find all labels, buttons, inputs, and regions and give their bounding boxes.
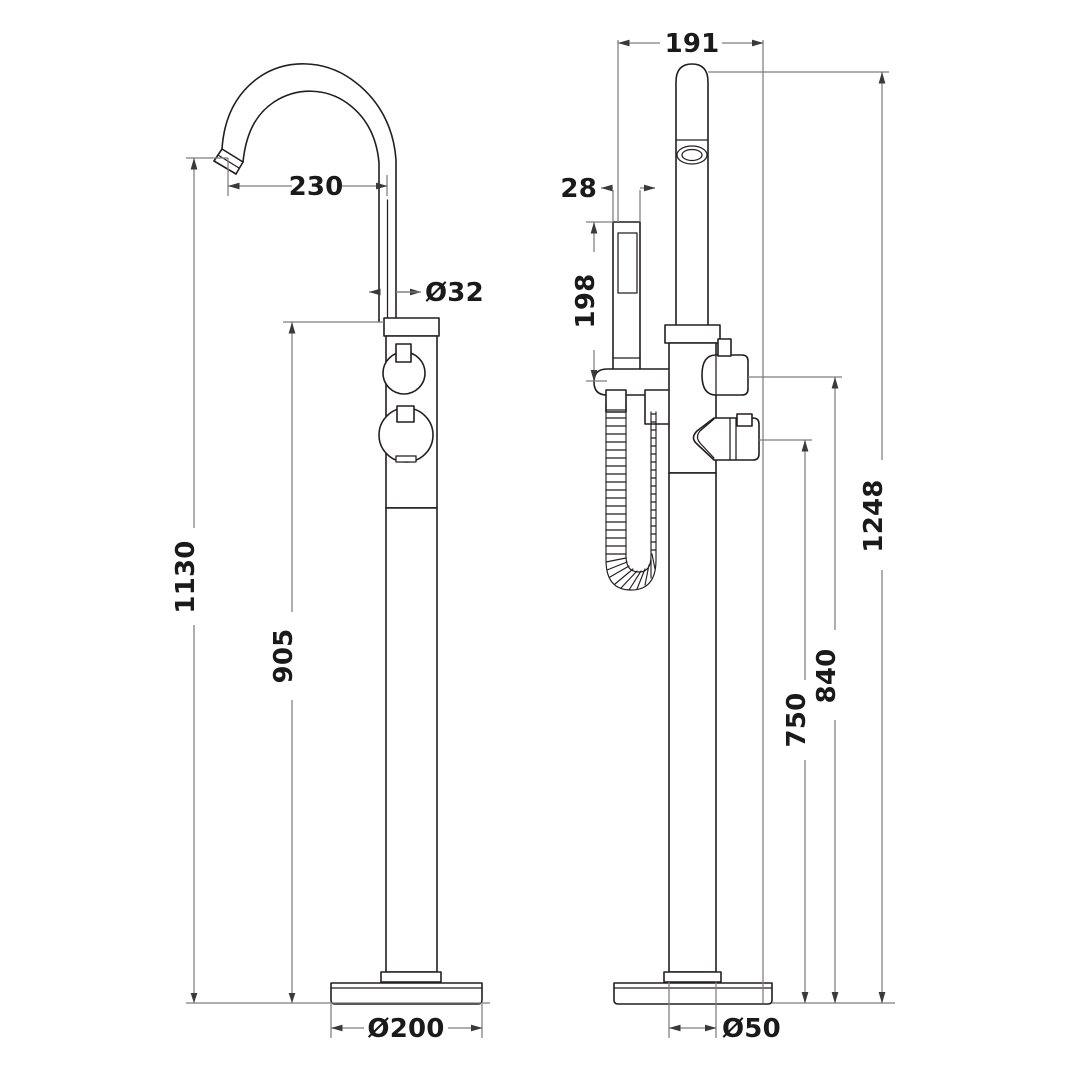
dimension-handset-width: 28 [560,174,656,222]
dimension-riser-diameter: Ø32 [369,278,484,308]
dimension-spout-height: 1248 [708,71,889,1004]
dimension-handset-length: 198 [571,221,613,382]
front-elevation-view: 230 Ø32 1130 905 [171,63,490,1044]
dimension-diverter-height: 840 [748,376,842,1004]
riser-tube [378,199,397,323]
shower-hose [605,401,657,591]
valve-handle-side [692,413,760,461]
dimension-spout-reach: 230 [227,158,388,202]
base-plate-side [613,982,773,1005]
dimension-label-valve-height: 750 [782,693,812,748]
dimension-valve-height: 750 [759,439,812,1004]
dimension-label-handset-width: 28 [560,174,597,204]
diverter-handle-side [701,338,749,396]
spout-side [675,63,709,331]
dimension-label-riser-diameter: Ø32 [425,278,484,308]
dimension-base-diameter: Ø200 [330,1004,483,1044]
hose-ribs-bend [605,553,656,591]
dimension-label-base-diameter: Ø200 [367,1014,444,1044]
dimension-label-body-height: 905 [269,629,299,684]
dimension-overall-depth: 191 [617,29,764,1003]
valve-handle-front [378,405,434,463]
pedestal-column-front [380,507,442,983]
pedestal-column-side [663,472,722,983]
hose-ribs-left [605,409,627,555]
dimension-label-overall-height: 1130 [171,540,201,613]
dimension-label-spout-height: 1248 [859,479,889,552]
hose-ribs-right [650,413,657,551]
dimension-column-diameter: Ø50 [668,982,781,1044]
dimension-label-handset-length: 198 [571,274,601,329]
dimension-baseline-front [186,993,490,1004]
diverter-handle-front [382,343,426,395]
dimension-body-height: 905 [269,321,384,1003]
dimension-label-spout-reach: 230 [289,172,344,202]
spout-gooseneck [213,63,397,321]
dimension-label-column-diameter: Ø50 [722,1014,781,1044]
handset [612,221,641,383]
dimension-overall-height: 1130 [171,157,228,1003]
side-elevation-view: 191 28 198 1248 [560,29,895,1044]
base-plate-front [330,982,483,1005]
dimension-label-overall-depth: 191 [665,29,720,59]
dimension-label-diverter-height: 840 [812,649,842,704]
